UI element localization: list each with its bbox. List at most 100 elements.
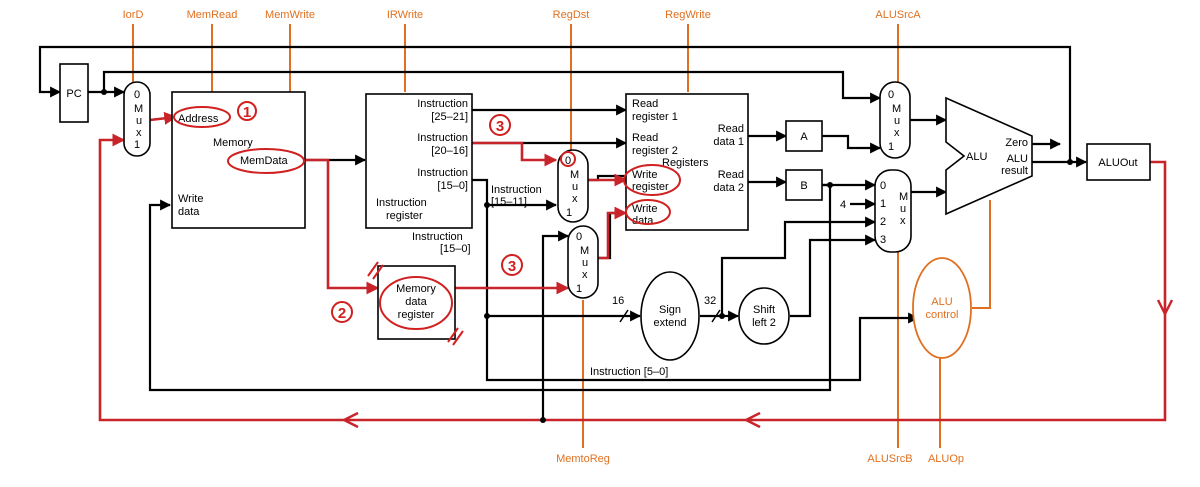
read-register-2-line1: Read (632, 132, 658, 144)
constant-four-label: 4 (840, 199, 846, 211)
alusrca-label: ALUSrcA (875, 9, 921, 21)
alu-control-unit: ALU control (912, 257, 972, 359)
iord-mux: 0 M u x 1 (123, 81, 151, 157)
ir-name-line2: register (386, 210, 423, 222)
alusrca-mux-letter-u: u (894, 115, 900, 127)
alusrcb-mux-letter-u: u (900, 203, 906, 215)
sign-extend-line2: extend (653, 317, 686, 329)
ir-field-25-21-line2: [25–21] (431, 111, 468, 123)
alusrca-mux-letter-m: M (892, 103, 901, 115)
ir-field-20-16-line1: Instruction (417, 132, 468, 144)
alu-label: ALU (966, 151, 987, 163)
pc-label: PC (66, 88, 81, 100)
annotation-3-top: 3 (496, 118, 504, 135)
alusrcb-mux: 0 1 2 3 M u x (874, 169, 912, 253)
write-data-label-1: Write (178, 193, 203, 205)
alusrcb-label: ALUSrcB (867, 453, 912, 465)
alu-control-line2: control (925, 309, 958, 321)
regdst-label: RegDst (553, 9, 590, 21)
write-data-label-2: data (178, 206, 200, 218)
alu-result-line2: result (1001, 165, 1028, 177)
alusrcb-mux-letter-m: M (899, 191, 908, 203)
annotation-3-bottom: 3 (508, 258, 516, 275)
memdata-label: MemData (240, 155, 289, 167)
mux-input-1: 1 (134, 139, 140, 151)
mux-input-0: 0 (134, 89, 140, 101)
instruction-register: Instruction [25–21] Instruction [20–16] … (365, 93, 473, 229)
junction-dots (101, 89, 1073, 423)
mdr-line2: data (405, 296, 427, 308)
instruction-5-0-label: Instruction [5–0] (590, 366, 668, 378)
register-file: Read register 1 Read register 2 Register… (625, 93, 749, 231)
regdst-mux-letter-u: u (572, 181, 578, 193)
memtoreg-mux-letter-m: M (580, 245, 589, 257)
regdst-mux-letter-m: M (570, 169, 579, 181)
ir-field-20-16-line2: [20–16] (431, 145, 468, 157)
memread-label: MemRead (187, 9, 238, 21)
ir-field-15-0-line2: [15–0] (437, 180, 468, 192)
memwrite-label: MemWrite (265, 9, 315, 21)
shift-left-line1: Shift (753, 304, 775, 316)
read-data-2-line2: data 2 (713, 182, 744, 194)
pc-register: PC (59, 63, 89, 123)
aluop-label: ALUOp (928, 453, 964, 465)
instruction-15-0-label-2: [15–0] (440, 243, 471, 255)
address-highlight-circle (173, 106, 231, 128)
mdr-highlight-circle (379, 276, 453, 330)
read-register-1-line1: Read (632, 98, 658, 110)
red-annotations: 1 2 3 3 (173, 101, 1174, 429)
memtoreg-mux-letter-x: x (582, 269, 588, 281)
alusrcb-mux-letter-x: x (900, 215, 906, 227)
read-data-1-line1: Read (718, 123, 744, 135)
alusrcb-mux-input-2: 2 (880, 216, 886, 228)
ir-field-25-21-line1: Instruction (417, 98, 468, 110)
mdr-line1: Memory (396, 283, 436, 295)
aluout-label: ALUOut (1098, 157, 1137, 169)
shift-left-line2: left 2 (752, 317, 776, 329)
regdst-mux: 0 M u x 1 (557, 149, 589, 223)
alu-zero-label: Zero (1005, 137, 1028, 149)
alu-unit: ALU Zero ALU result (945, 96, 1033, 216)
read-register-1-line2: register 1 (632, 111, 678, 123)
read-register-2-line2: register 2 (632, 145, 678, 157)
memtoreg-mux: 0 M u x 1 (567, 225, 599, 299)
control-signal-labels: IorD MemRead MemWrite IRWrite RegDst Reg… (123, 9, 964, 465)
instruction-15-11-label-2: [15–11] (491, 196, 527, 208)
mux-letter-m: M (134, 103, 143, 115)
memtoreg-label: MemtoReg (556, 453, 610, 465)
instruction-15-0-label-1: Instruction (412, 231, 463, 243)
alusrcb-mux-input-3: 3 (880, 234, 886, 246)
sign-extend-output-width: 32 (704, 295, 716, 307)
annotation-2: 2 (338, 305, 346, 322)
write-register-highlight-circle (623, 164, 681, 196)
register-b-label: B (800, 180, 807, 192)
alusrcb-mux-input-0: 0 (880, 180, 886, 192)
regdst-input-highlight-circle (560, 151, 576, 167)
read-data-2-line1: Read (718, 169, 744, 181)
mdr-line3: register (398, 309, 435, 321)
memtoreg-mux-input-0: 0 (576, 231, 582, 243)
mux-letter-x: x (136, 127, 142, 139)
read-data-1-line2: data 1 (713, 136, 744, 148)
memory-address-label: Address (178, 113, 219, 125)
mux-letter-u: u (136, 115, 142, 127)
alusrca-mux-input-0: 0 (888, 89, 894, 101)
regdst-mux-input-1: 1 (566, 207, 572, 219)
regdst-mux-letter-x: x (572, 193, 578, 205)
register-a-label: A (800, 131, 808, 143)
register-b: B (785, 169, 823, 201)
control-wires (132, 24, 991, 448)
register-a: A (785, 120, 823, 152)
write-data-highlight-circle (625, 199, 671, 225)
irwrite-label: IRWrite (387, 9, 423, 21)
shift-left-2-unit: Shift left 2 (738, 287, 790, 345)
regdst-mux-input-0: 0 (565, 155, 571, 167)
alu-control-line1: ALU (931, 296, 952, 308)
instruction-15-11-label-1: Instruction (491, 184, 542, 196)
annotation-1: 1 (243, 104, 251, 121)
alusrcb-mux-input-1: 1 (880, 198, 886, 210)
sign-extend-line1: Sign (659, 304, 681, 316)
sign-extend-unit: Sign extend (640, 271, 700, 361)
